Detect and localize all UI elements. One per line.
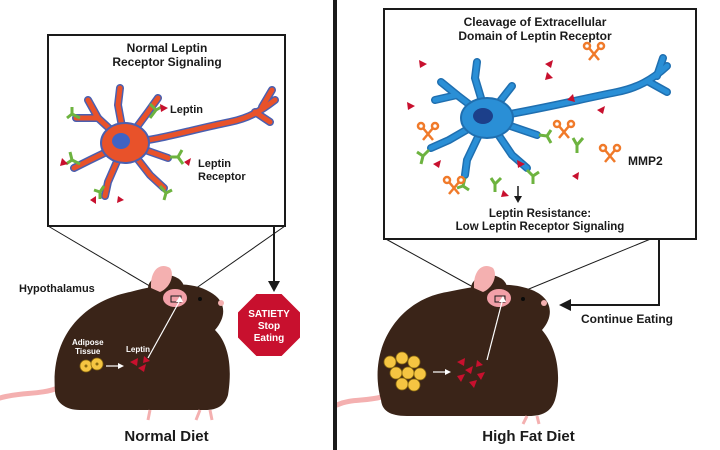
cleavage-title-line1: Cleavage of Extracellular — [463, 15, 607, 29]
normal-diet-panel: Normal Leptin Receptor Signaling — [0, 0, 333, 450]
receptor-label-line2: Receptor — [198, 170, 246, 183]
leptin-label: Leptin — [170, 104, 203, 116]
inset-title-line1: Normal Leptin — [126, 41, 208, 55]
normal-diet-caption: Normal Diet — [124, 428, 209, 445]
hypothalamus-label: Hypothalamus — [19, 283, 95, 295]
satiety-stop-sign — [236, 292, 302, 358]
stop-sign-text: SATIETY Stop Eating — [237, 309, 301, 345]
body-leptin-label: Leptin — [126, 345, 150, 354]
adipose-tissue-label: Adipose Tissue — [72, 338, 104, 356]
high-fat-diet-caption: High Fat Diet — [482, 428, 575, 445]
adipose-label-line1: Adipose — [72, 338, 104, 347]
normal-inset-title: Normal Leptin Receptor Signaling — [100, 41, 234, 70]
stop-sign-line3: Eating — [253, 333, 285, 344]
normal-diet-mouse — [0, 266, 230, 421]
resistant-neuron — [407, 41, 671, 203]
normal-neuron — [60, 84, 279, 204]
panel-divider — [333, 0, 337, 450]
resistance-line2: Low Leptin Receptor Signaling — [455, 221, 625, 234]
high-fat-diet-panel: Cleavage of Extracellular Domain of Lept… — [337, 0, 720, 450]
right-connector-lines — [383, 237, 660, 311]
leptin-receptor-label: Leptin Receptor — [198, 158, 246, 183]
receptor-label-line1: Leptin — [198, 158, 231, 170]
stop-sign-line1: SATIETY — [248, 309, 290, 320]
high-fat-diet-mouse — [337, 266, 559, 425]
adipose-label-line2: Tissue — [75, 347, 101, 357]
resistance-line1: Leptin Resistance: — [488, 208, 592, 220]
leptin-resistance-text: Leptin Resistance: Low Leptin Receptor S… — [385, 208, 695, 234]
stop-sign-line2: Stop — [257, 321, 281, 332]
continue-eating-label: Continue Eating — [581, 312, 673, 326]
mmp2-label: MMP2 — [628, 154, 663, 168]
inset-title-line2: Receptor Signaling — [112, 54, 222, 69]
cleavage-inset-title: Cleavage of Extracellular Domain of Lept… — [425, 15, 645, 44]
cleavage-title-line2: Domain of Leptin Receptor — [458, 28, 612, 43]
